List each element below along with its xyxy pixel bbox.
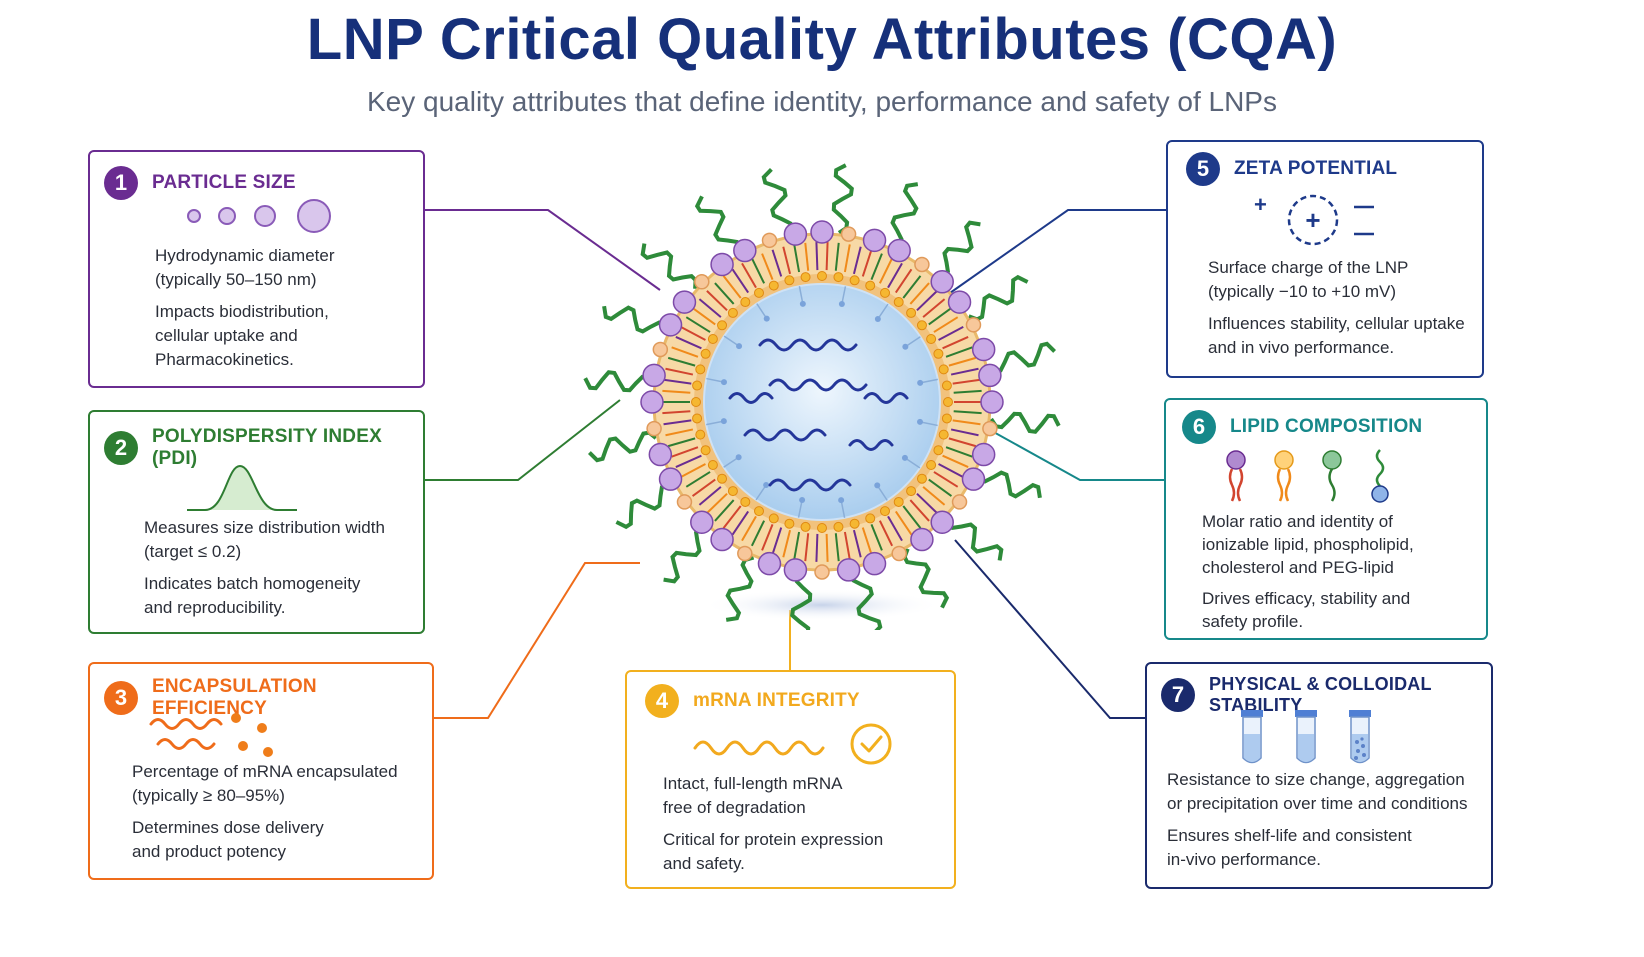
card-encapsulation-efficiency: 3 ENCAPSULATION EFFICIENCY Percentage of…: [88, 662, 434, 880]
card-text-line: Pharmacokinetics.: [155, 350, 294, 369]
card-text-line: and product potency: [132, 842, 287, 861]
card-text-line: Measures size distribution width: [144, 518, 385, 537]
card-text-line: (target ≤ 0.2): [144, 542, 242, 561]
card-text-line: cellular uptake and: [155, 326, 298, 345]
plus-sign: +: [1305, 205, 1320, 235]
peg-lipid-icon: [1371, 449, 1389, 503]
card-title: mRNA INTEGRITY: [693, 690, 860, 711]
card-text-line: and reproducibility.: [144, 598, 286, 617]
page-title: LNP Critical Quality Attributes (CQA): [306, 7, 1338, 72]
card-particle-size: 1 PARTICLE SIZE Hydrodynamic diameter (t…: [88, 150, 425, 388]
circles-size-icon: [187, 199, 331, 233]
card-text-line: Impacts biodistribution,: [155, 302, 329, 321]
number-badge: 1: [104, 166, 138, 200]
number-badge: 7: [1161, 678, 1195, 712]
connector-6: [989, 429, 1166, 481]
card-text-line: Influences stability, cellular uptake: [1208, 314, 1465, 333]
card-text-line: ionizable lipid, phospholipid,: [1202, 535, 1414, 554]
card-text-line: free of degradation: [663, 798, 806, 817]
card-text-line: Intact, full-length mRNA: [663, 774, 843, 793]
card-title: ZETA POTENTIAL: [1234, 158, 1398, 179]
page-subtitle: Key quality attributes that define ident…: [367, 86, 1277, 117]
lipid-types-icon: [1226, 449, 1389, 503]
card-text-line: in-vivo performance.: [1167, 850, 1322, 869]
core-lipids: [706, 286, 938, 518]
card-text-line: Surface charge of the LNP: [1208, 258, 1409, 277]
card-text-line: safety profile.: [1202, 612, 1304, 631]
card-title: PARTICLE SIZE: [152, 172, 296, 193]
number-badge: 3: [104, 681, 138, 715]
plus-sign: +: [1254, 192, 1267, 217]
card-text-line: Molar ratio and identity of: [1202, 512, 1393, 531]
vial-icon: [1295, 710, 1317, 764]
connector-1: [425, 209, 661, 291]
connector-2: [425, 399, 621, 481]
number-badge: 4: [645, 684, 679, 718]
phospholipid-icon: [1274, 450, 1294, 502]
card-mrna-integrity: 4 mRNA INTEGRITY Intact, full-length mRN…: [625, 670, 956, 889]
card-pdi: 2 POLYDISPERSITY INDEX (PDI) Measures si…: [88, 410, 425, 634]
card-text-line: cholesterol and PEG-lipid: [1202, 558, 1394, 577]
number-badge: 6: [1182, 410, 1216, 444]
card-title: POLYDISPERSITY INDEX (PDI): [152, 426, 382, 469]
number-badge: 5: [1186, 152, 1220, 186]
bell-curve-icon: [187, 464, 297, 511]
card-text-line: Hydrodynamic diameter: [155, 246, 335, 265]
card-text-line: (typically −10 to +10 mV): [1208, 282, 1397, 301]
lnp-shadow: [702, 589, 942, 621]
aqueous-core: [703, 283, 941, 521]
connector-3: [434, 562, 640, 719]
cholesterol-icon: [1322, 450, 1342, 502]
card-text-line: and in vivo performance.: [1208, 338, 1395, 357]
card-text-line: Determines dose delivery: [132, 818, 324, 837]
card-text-line: Ensures shelf-life and consistent: [1167, 826, 1412, 845]
card-zeta-potential: 5 ZETA POTENTIAL + + Surface charge of t…: [1166, 140, 1484, 378]
connector-7: [954, 539, 1145, 719]
card-text-line: or precipitation over time and condition…: [1167, 794, 1468, 813]
lnp-illustration: [583, 163, 1061, 630]
charge-icon: + +: [1254, 192, 1374, 246]
core-mrna: [728, 338, 909, 492]
card-text-line: (typically ≥ 80–95%): [132, 786, 285, 805]
card-text-line: and safety.: [663, 854, 745, 873]
card-lipid-composition: 6 LIPID COMPOSITION Molar ratio and iden…: [1164, 398, 1488, 640]
vial-icon: [1349, 710, 1371, 764]
card-title: PHYSICAL & COLLOIDAL STABILITY: [1209, 674, 1432, 715]
vial-icon: [1241, 710, 1263, 764]
lipid-tails: [662, 242, 982, 562]
card-text-line: Drives efficacy, stability and: [1202, 589, 1411, 608]
peg-chains: [583, 163, 1061, 630]
vials-icon: [1241, 710, 1371, 764]
card-physical-colloidal-stability: 7 PHYSICAL & COLLOIDAL STABILITY Resista…: [1145, 662, 1493, 889]
outer-heads: [640, 220, 1004, 582]
card-text-line: (typically 50–150 nm): [155, 270, 317, 289]
card-text-line: Critical for protein expression: [663, 830, 884, 849]
inner-heads: [691, 271, 953, 533]
mrna-and-dots-icon: [149, 713, 273, 757]
card-text-line: Indicates batch homogeneity: [144, 574, 361, 593]
ionizable-lipid-icon: [1226, 450, 1246, 502]
connector-5: [939, 209, 1166, 301]
mrna-check-icon: [693, 723, 892, 765]
card-title: LIPID COMPOSITION: [1230, 416, 1423, 437]
card-text-line: Percentage of mRNA encapsulated: [132, 762, 398, 781]
number-badge: 2: [104, 431, 138, 465]
card-text-line: Resistance to size change, aggregation: [1167, 770, 1465, 789]
